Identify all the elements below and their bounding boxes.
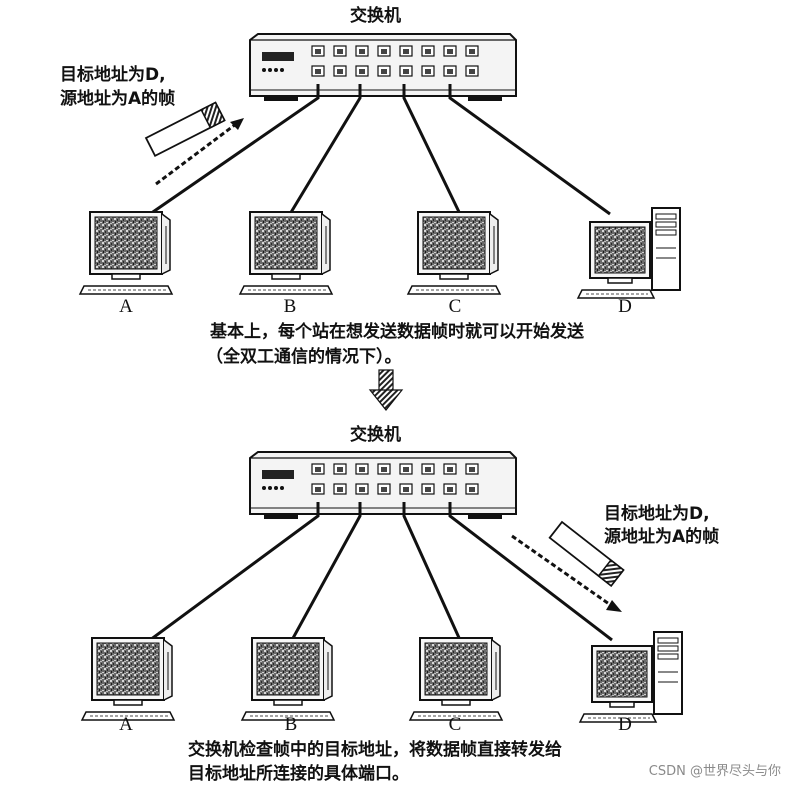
bottom-cable-c xyxy=(402,502,462,641)
top-panel xyxy=(79,34,681,299)
top-frame-arrow xyxy=(155,118,244,186)
watermark: CSDN @世界尽头与你 xyxy=(648,764,781,779)
bottom-caption-line2: 目标地址所连接的具体端口。 xyxy=(188,764,409,784)
top-caption-line2: （全双工通信的情况下）。 xyxy=(206,347,402,367)
bottom-pc-c xyxy=(409,637,503,721)
top-pc-b xyxy=(239,211,333,295)
top-caption-line1: 基本上，每个站在想发送数据帧时就可以开始发送 xyxy=(210,322,584,342)
bottom-pc-d xyxy=(579,631,683,723)
top-pc-d xyxy=(577,207,681,299)
top-cables xyxy=(149,84,611,216)
bottom-pc-label-d: D xyxy=(618,714,632,735)
bottom-switch-title: 交换机 xyxy=(350,425,401,445)
bottom-cable-d xyxy=(448,502,613,642)
top-pc-a xyxy=(79,211,173,295)
bottom-pc-label-c: C xyxy=(448,714,462,735)
bottom-switch xyxy=(250,452,516,519)
top-switch-title: 交换机 xyxy=(350,6,401,26)
down-arrow-icon xyxy=(368,369,404,411)
bottom-frame-arrow xyxy=(511,534,622,612)
bottom-pc-label-a: A xyxy=(119,714,133,735)
bottom-cable-b xyxy=(290,502,362,641)
top-pc-label-a: A xyxy=(119,296,133,317)
bottom-cables xyxy=(149,502,613,642)
top-cable-c xyxy=(402,84,462,215)
bottom-frame-label-line2: 源地址为A的帧 xyxy=(604,527,720,547)
top-frame-icon xyxy=(145,101,226,157)
top-switch xyxy=(250,34,516,101)
bottom-caption-line1: 交换机检查帧中的目标地址，将数据帧直接转发给 xyxy=(188,740,562,760)
top-pc-c xyxy=(407,211,501,295)
bottom-pc-label-b: B xyxy=(284,714,298,735)
bottom-cable-a xyxy=(149,502,320,642)
top-pc-label-d: D xyxy=(618,296,632,317)
bottom-pc-b xyxy=(241,637,335,721)
top-cable-b xyxy=(288,84,362,215)
bottom-frame-label-line1: 目标地址为D, xyxy=(604,504,710,524)
top-pc-label-b: B xyxy=(283,296,297,317)
top-pc-label-c: C xyxy=(448,296,462,317)
bottom-pc-a xyxy=(81,637,175,721)
top-frame-label-line1: 目标地址为D, xyxy=(60,65,166,85)
top-cable-a xyxy=(149,84,320,216)
bottom-panel xyxy=(81,452,683,723)
top-frame-label-line2: 源地址为A的帧 xyxy=(60,89,176,109)
top-cable-d xyxy=(448,84,611,216)
